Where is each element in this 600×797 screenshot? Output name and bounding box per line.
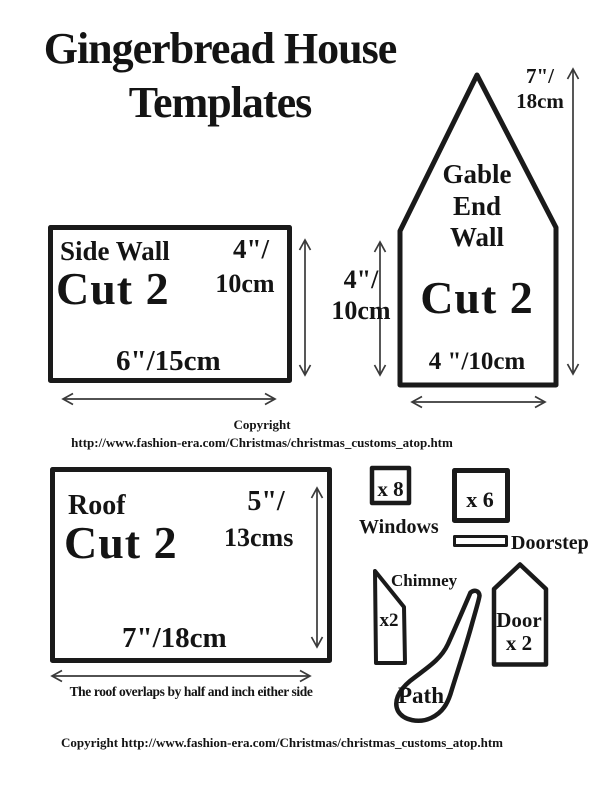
gable-end-wall-outline: [397, 72, 559, 388]
door-label: Door x 2: [491, 609, 547, 654]
path-label: Path: [398, 683, 444, 708]
gable-height-cm: 18cm: [516, 88, 564, 113]
roof-cut-label: Cut 2: [64, 517, 178, 568]
gable-name-line3: Wall: [449, 222, 504, 253]
doorstep-outline: [453, 535, 508, 547]
roof-height-inches: 5"/: [247, 486, 285, 517]
gable-side-height-inches: 4"/: [343, 265, 379, 294]
gable-name-label: Gable End Wall: [407, 159, 547, 254]
roof-outline: [50, 467, 332, 663]
doorstep-label: Doorstep: [511, 532, 589, 554]
side-wall-height-cm: 10cm: [215, 269, 275, 298]
gable-height-inches: 7"/: [526, 64, 554, 88]
copyright-middle-url: http://www.fashion-era.com/Christmas/chr…: [71, 434, 453, 450]
gable-name-line1: Gable: [442, 159, 512, 189]
side-wall-label: Side Wall: [60, 236, 170, 266]
door-label-line2: x 2: [505, 630, 533, 655]
side-wall-height-inches: 4"/: [233, 234, 269, 264]
page-title: Gingerbread House Templates: [8, 22, 432, 129]
gable-width-label: 4 "/10cm: [428, 348, 526, 375]
copyright-middle: Copyright http://www.fashion-era.com/Chr…: [1, 416, 523, 451]
page-title-line1: Gingerbread House: [43, 24, 398, 73]
chimney-count: x2: [379, 610, 399, 631]
page-title-line2: Templates: [128, 77, 313, 127]
window-large-outline: [452, 468, 510, 523]
path-outline: [394, 588, 482, 723]
window-small-outline: [369, 465, 412, 506]
roof-width-label: 7"/18cm: [122, 622, 227, 654]
side-wall-width-label: 6"/15cm: [116, 345, 221, 377]
gable-side-height-cm: 10cm: [331, 295, 391, 325]
gable-height-label: 7"/ 18cm: [506, 64, 574, 113]
side-wall-cut-label: Cut 2: [56, 263, 170, 314]
window-small-count: x 8: [377, 477, 404, 501]
copyright-middle-line1: Copyright: [233, 417, 291, 432]
gable-name-line2: End: [452, 190, 502, 221]
chimney-label: Chimney: [391, 571, 458, 590]
roof-overlap-note: The roof overlaps by half and inch eithe…: [69, 684, 313, 699]
copyright-bottom: Copyright http://www.fashion-era.com/Chr…: [61, 735, 503, 750]
window-large-count: x 6: [466, 487, 494, 512]
door-outline: [491, 562, 549, 667]
gable-side-height-label: 4"/ 10cm: [322, 265, 400, 326]
gable-cut-label: Cut 2: [420, 272, 534, 323]
windows-label: Windows: [359, 516, 439, 538]
chimney-outline: [373, 569, 407, 665]
side-wall-outline: [48, 225, 292, 383]
roof-height-cm: 13cms: [224, 523, 294, 552]
roof-label: Roof: [68, 490, 126, 521]
door-label-line1: Door: [496, 608, 542, 632]
